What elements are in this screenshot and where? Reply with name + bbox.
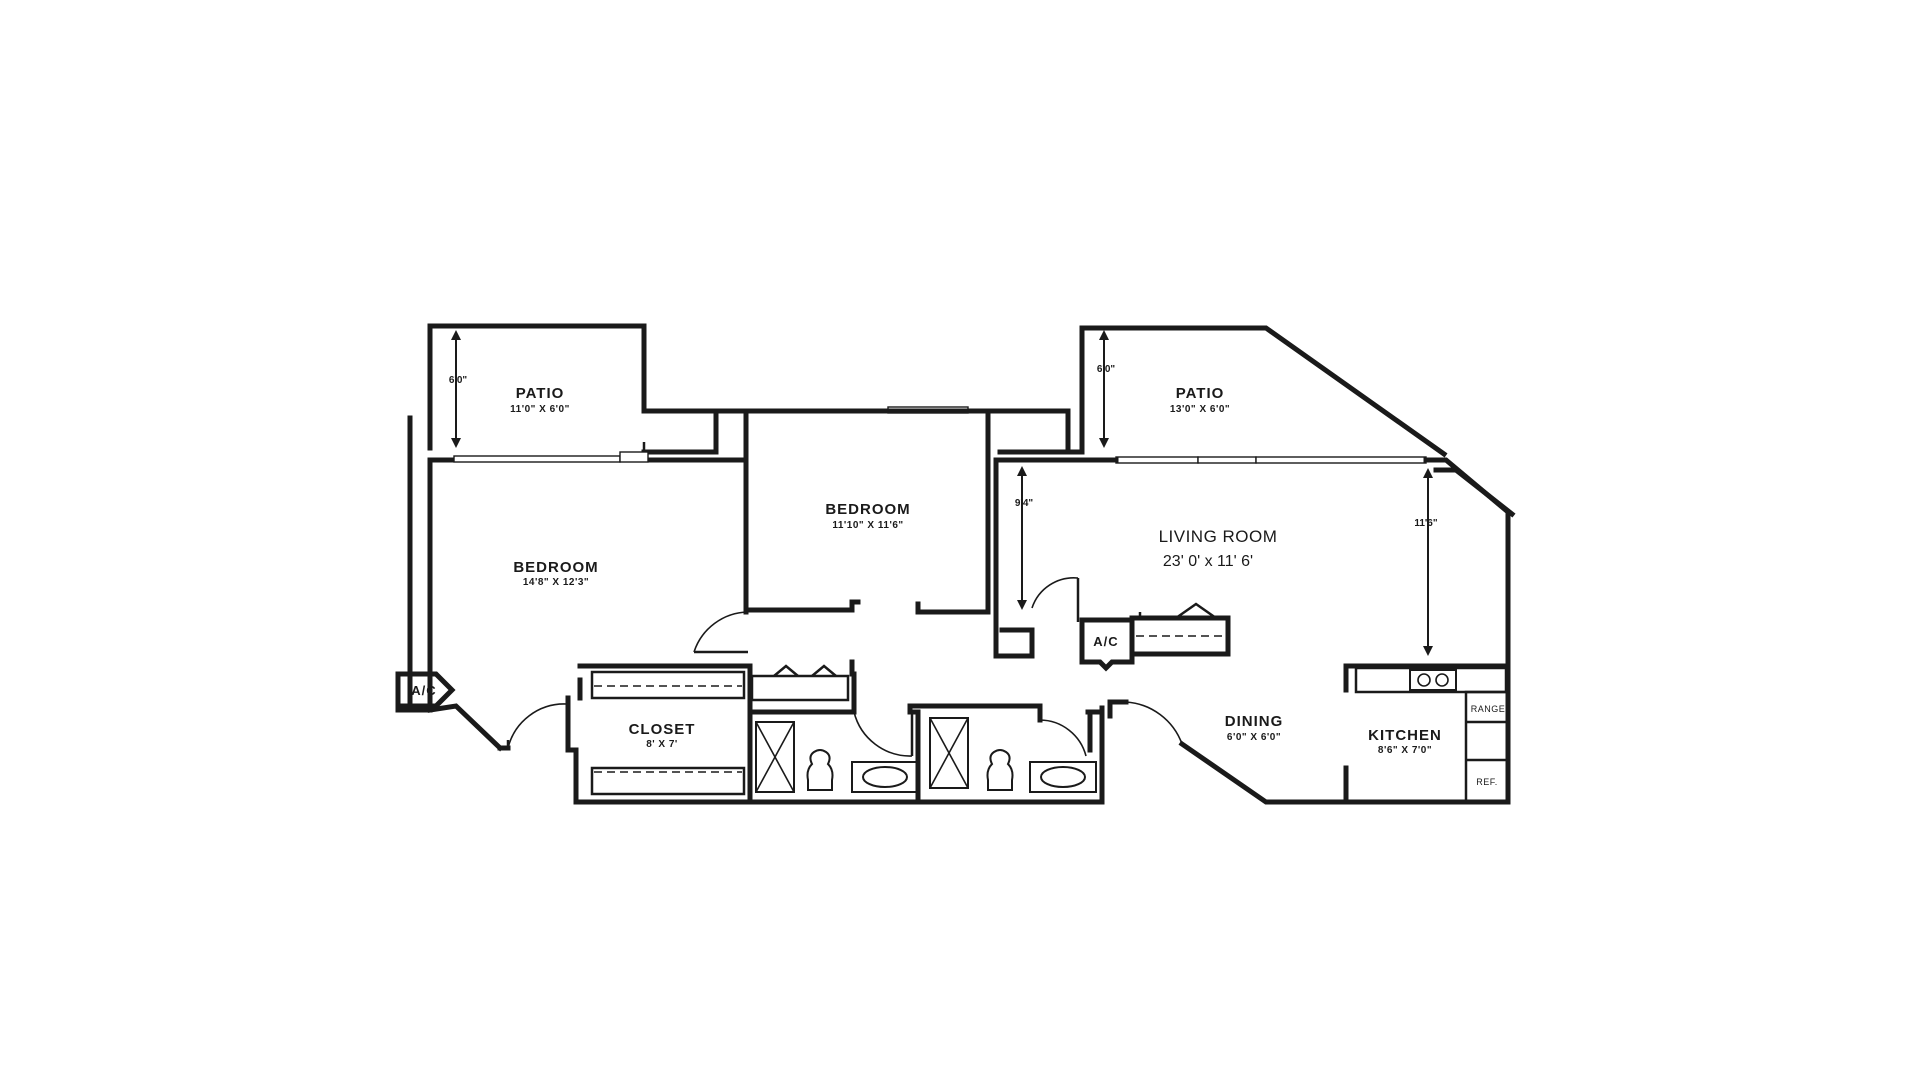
kitchen-size: 8'6" X 7'0" bbox=[1378, 745, 1432, 756]
kitchen-name: KITCHEN bbox=[1368, 727, 1442, 744]
patio-right-walls bbox=[997, 325, 1448, 458]
ac-center-label: A/C bbox=[1093, 634, 1118, 649]
dining-walls bbox=[1107, 699, 1469, 805]
kitchen-sink bbox=[1409, 669, 1457, 691]
dim-patio-right-text: 6'0" bbox=[1097, 364, 1116, 375]
dim-living-text: 9'4" bbox=[1015, 498, 1034, 509]
bedroom-mid-name: BEDROOM bbox=[825, 501, 910, 518]
closet-name: CLOSET bbox=[629, 721, 696, 738]
dim-patio-left-text: 6'0" bbox=[449, 375, 468, 386]
patio-right-size: 13'0" X 6'0" bbox=[1170, 404, 1230, 415]
toilet-2 bbox=[986, 749, 1014, 791]
door-swing-mid-bedroom bbox=[693, 611, 749, 653]
bedroom-left-name: BEDROOM bbox=[513, 559, 598, 576]
label-bedroom-mid: BEDROOM 11'10" X 11'6" bbox=[825, 501, 910, 531]
refrigerator-label: REF. bbox=[1476, 777, 1498, 787]
dining-name: DINING bbox=[1225, 713, 1284, 730]
label-kitchen: KITCHEN 8'6" X 7'0" bbox=[1368, 727, 1442, 756]
ac-left-label: A/C bbox=[411, 683, 436, 698]
fireplace-unit bbox=[1129, 602, 1231, 657]
label-patio-left: PATIO 11'0" X 6'0" bbox=[510, 385, 570, 415]
living-room-walls bbox=[993, 457, 1516, 805]
closet-size: 8' X 7' bbox=[646, 739, 678, 750]
bath-1 bbox=[747, 659, 919, 805]
bedroom-mid-size: 11'10" X 11'6" bbox=[832, 520, 903, 531]
bedroom-mid-walls bbox=[743, 408, 991, 615]
range-label: RANGE bbox=[1471, 704, 1506, 714]
dining-size: 6'0" X 6'0" bbox=[1227, 732, 1281, 743]
dimension-living-right: 11'6" bbox=[1414, 468, 1438, 656]
window-left-bedroom bbox=[453, 455, 621, 463]
patio-right-name: PATIO bbox=[1176, 385, 1225, 402]
ac-left: A/C bbox=[395, 671, 456, 713]
ac-center: A/C bbox=[1079, 617, 1135, 672]
window-left-bedroom-b bbox=[619, 451, 649, 463]
door-swing-living bbox=[1031, 577, 1079, 609]
door-swing-bath-1 bbox=[853, 711, 913, 757]
window-living-c bbox=[1255, 456, 1427, 464]
window-living-a bbox=[1115, 456, 1199, 464]
living-room-size: 23' 0' x 11' 6' bbox=[1163, 553, 1253, 570]
label-dining: DINING 6'0" X 6'0" bbox=[1225, 713, 1284, 743]
door-swing-left-bedroom bbox=[507, 703, 567, 749]
label-living-room: LIVING ROOM 23' 0' x 11' 6' bbox=[1159, 527, 1278, 570]
toilet-1 bbox=[806, 749, 834, 791]
door-swing-dining bbox=[1125, 701, 1183, 745]
dimension-living: 9'4" bbox=[1015, 466, 1034, 610]
window-living-b bbox=[1197, 456, 1257, 464]
bath-2 bbox=[907, 703, 1105, 805]
patio-left-name: PATIO bbox=[516, 385, 565, 402]
kitchen: RANGE REF. bbox=[1343, 663, 1511, 804]
living-room-name: LIVING ROOM bbox=[1159, 527, 1278, 546]
label-bedroom-left: BEDROOM 14'8" X 12'3" bbox=[513, 559, 598, 588]
patio-left-size: 11'0" X 6'0" bbox=[510, 404, 570, 415]
dimension-patio-right: 6'0" bbox=[1097, 330, 1116, 448]
dimension-patio-left: 6'0" bbox=[449, 330, 468, 448]
label-closet: CLOSET 8' X 7' bbox=[629, 721, 696, 750]
dim-living-right-text: 11'6" bbox=[1414, 518, 1438, 529]
door-swing-bath-2 bbox=[1039, 719, 1087, 757]
bedroom-left-size: 14'8" X 12'3" bbox=[523, 577, 589, 588]
label-patio-right: PATIO 13'0" X 6'0" bbox=[1170, 385, 1230, 415]
